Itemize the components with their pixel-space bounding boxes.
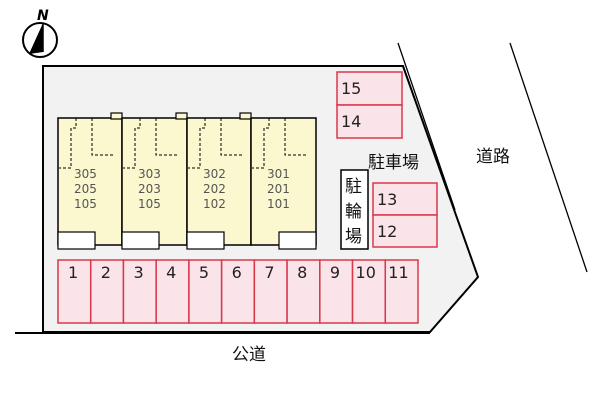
bicycle-parking-label: 輪: [345, 202, 362, 222]
entrance: [57, 231, 96, 250]
room-number: 301: [267, 167, 290, 181]
stall-number: 13: [377, 190, 397, 209]
stall-number: 8: [297, 263, 307, 282]
road-label: 道路: [476, 147, 510, 167]
entrance: [186, 231, 225, 250]
parking-stall: 4: [155, 259, 190, 324]
road-edge: [397, 42, 456, 211]
parking-stall: 9: [319, 259, 354, 324]
parking-stall: 6: [220, 259, 256, 324]
stall-number: 4: [166, 263, 176, 282]
room-number: 205: [74, 182, 97, 196]
room-number: 303: [138, 167, 161, 181]
room-number: 302: [203, 167, 226, 181]
stall-number: 15: [341, 79, 361, 98]
stall-number: 10: [356, 263, 376, 282]
parking-stall: 12: [372, 214, 438, 248]
north-arrow-icon: [29, 23, 43, 54]
stall-number: 11: [388, 263, 408, 282]
bicycle-parking: 駐 輪 場: [340, 169, 369, 250]
north-label: N: [37, 8, 49, 24]
room-number: 102: [203, 197, 226, 211]
parking-stall: 10: [351, 259, 387, 324]
parking-stall: 14: [336, 104, 403, 139]
room-number: 305: [74, 167, 97, 181]
entrance: [121, 231, 160, 250]
bicycle-parking-label: 駐: [345, 177, 362, 197]
room-number: 105: [74, 197, 97, 211]
parking-stall: 13: [372, 182, 438, 216]
stall-number: 3: [133, 263, 143, 282]
parking-stall: 11: [384, 259, 419, 324]
road-edge: [509, 42, 588, 273]
stall-number: 12: [377, 222, 397, 241]
parking-stall: 2: [89, 259, 125, 324]
parking-stall: 7: [253, 259, 288, 324]
compass: N: [22, 8, 58, 58]
stall-number: 5: [199, 263, 209, 282]
room-number: 203: [138, 182, 161, 196]
parking-stall: 15: [336, 71, 403, 106]
bicycle-parking-label: 場: [345, 227, 362, 247]
parking-stall: 8: [286, 259, 321, 324]
public-road-label: 公道: [232, 345, 266, 365]
parking-label: 駐車場: [368, 153, 419, 173]
stall-number: 9: [330, 263, 340, 282]
parking-stall: 5: [188, 259, 223, 324]
room-number: 105: [138, 197, 161, 211]
stall-number: 14: [341, 112, 361, 131]
parking-stall: 3: [122, 259, 157, 324]
stall-number: 7: [264, 263, 274, 282]
stall-number: 1: [68, 263, 78, 282]
room-number: 101: [267, 197, 290, 211]
stall-number: 6: [232, 263, 242, 282]
parking-stall: 1: [57, 259, 92, 324]
stall-number: 2: [101, 263, 111, 282]
room-number: 202: [203, 182, 226, 196]
entrance: [278, 231, 317, 250]
room-number: 201: [267, 182, 290, 196]
